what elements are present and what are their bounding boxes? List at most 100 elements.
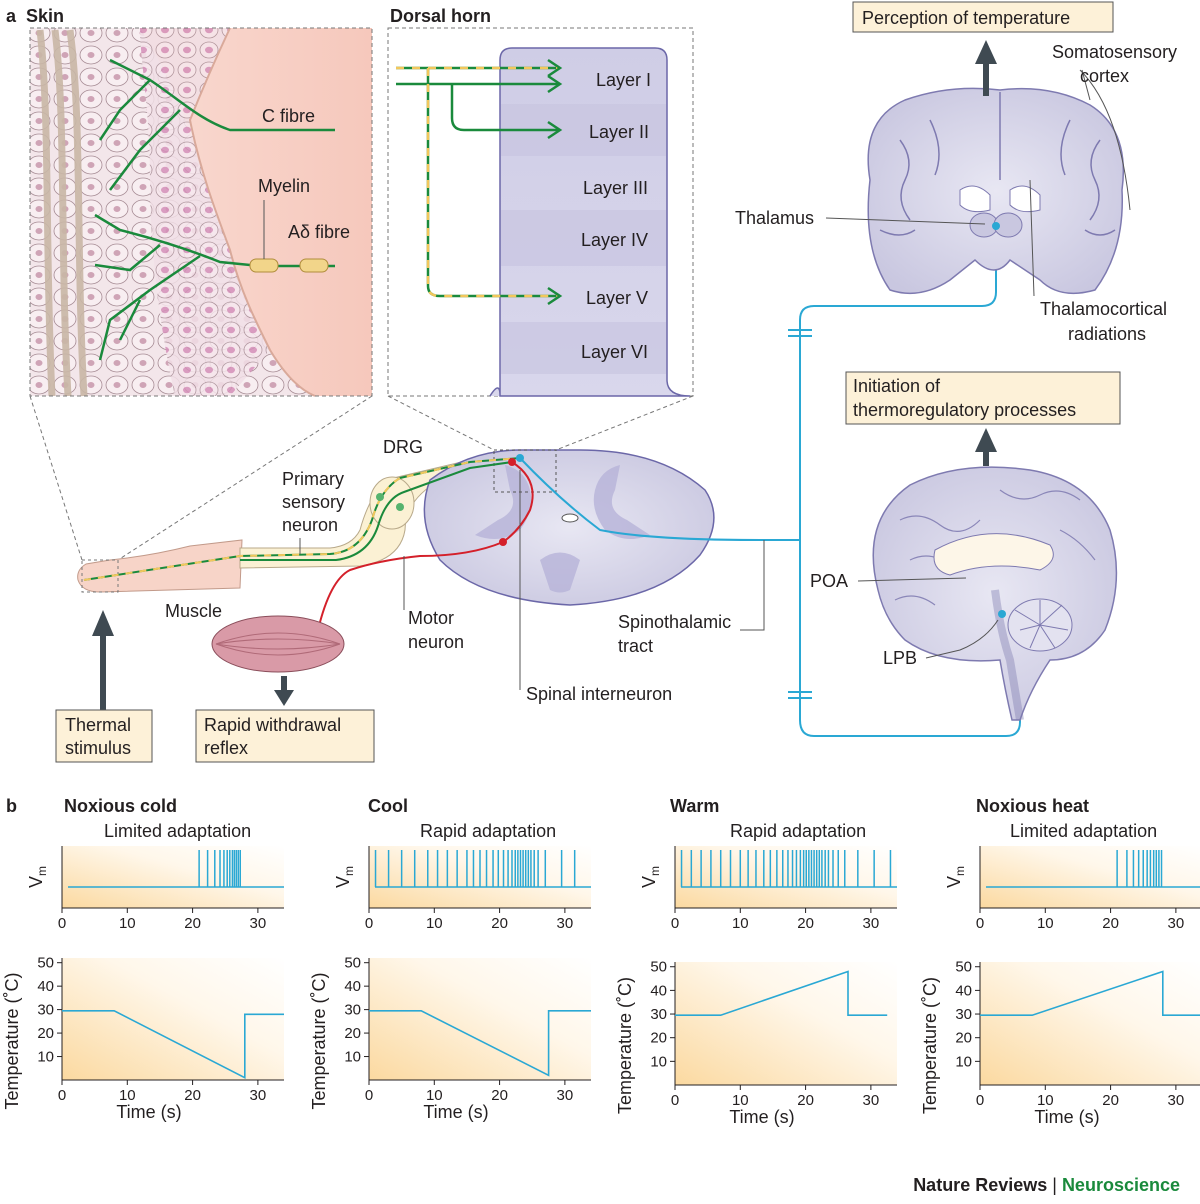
time-axis-label: Time (s) xyxy=(116,1102,181,1122)
vm-x-tick-label: 20 xyxy=(184,915,201,932)
thalamocortical-label-2: radiations xyxy=(1068,324,1146,344)
temp-y-tick-label: 50 xyxy=(650,959,667,976)
vm-plot-area xyxy=(675,846,897,908)
vm-x-tick-label: 10 xyxy=(426,915,443,932)
chart-title: Cool xyxy=(368,796,408,816)
vm-axis-subscript: m xyxy=(953,866,967,876)
poa-label: POA xyxy=(810,571,848,591)
vm-x-tick-label: 0 xyxy=(671,915,679,932)
temperature-axis-label: Temperature (˚C) xyxy=(920,977,940,1114)
reflex-pathways xyxy=(83,457,800,643)
dorsal-horn-inset: Layer I Layer II Layer III Layer IV Laye… xyxy=(387,27,694,397)
temp-y-tick-label: 30 xyxy=(650,1006,667,1023)
withdrawal-reflex-label-1: Rapid withdrawal xyxy=(204,715,341,735)
time-axis-label: Time (s) xyxy=(729,1107,794,1127)
lpb-pointer xyxy=(925,619,999,659)
adelta-fibre-label: Aδ fibre xyxy=(288,222,350,242)
spinothalamic-pointer xyxy=(740,540,765,631)
temp-x-tick-label: 20 xyxy=(491,1087,508,1104)
somatosensory-label-2: cortex xyxy=(1080,66,1129,86)
temp-plot-area xyxy=(675,962,897,1085)
vm-axis-label: Vm xyxy=(26,866,49,888)
temperature-axis-label: Temperature (˚C) xyxy=(615,977,635,1114)
temp-x-tick-label: 0 xyxy=(976,1092,984,1109)
temp-x-tick-label: 0 xyxy=(58,1087,66,1104)
journal-footer: Nature Reviews | Neuroscience xyxy=(913,1175,1180,1196)
temp-x-tick-label: 10 xyxy=(732,1092,749,1109)
c-fibre-label: C fibre xyxy=(262,106,315,126)
finger-inset-marker xyxy=(81,559,119,593)
layer-4-label: Layer IV xyxy=(581,230,648,250)
layer-2-label: Layer II xyxy=(589,122,649,142)
temperature-trace xyxy=(62,1009,284,1080)
temp-x-tick-label: 0 xyxy=(365,1087,373,1104)
temp-y-tick-label: 40 xyxy=(344,978,361,995)
temp-x-tick-label: 30 xyxy=(1168,1092,1185,1109)
panel-a: a Skin Dorsal horn xyxy=(6,1,1177,763)
vm-axis-subscript: m xyxy=(648,866,662,876)
thermal-stimulus-label-2: stimulus xyxy=(65,738,131,758)
chart-title: Noxious cold xyxy=(64,796,177,816)
temp-x-tick-label: 0 xyxy=(671,1092,679,1109)
finger xyxy=(77,539,243,593)
layer-1-label: Layer I xyxy=(596,70,651,90)
journal-field: Neuroscience xyxy=(1061,1175,1180,1195)
vm-x-tick-label: 0 xyxy=(365,915,373,932)
muscle-label: Muscle xyxy=(165,601,222,621)
coronal-brain xyxy=(867,87,1125,295)
vm-x-tick-label: 10 xyxy=(732,915,749,932)
chart-subtitle: Rapid adaptation xyxy=(420,821,556,841)
temperature-trace xyxy=(675,970,888,1017)
dorsal-horn-title: Dorsal horn xyxy=(390,6,491,26)
vm-x-tick-label: 30 xyxy=(250,915,267,932)
vm-x-tick-label: 20 xyxy=(491,915,508,932)
temp-y-tick-label: 20 xyxy=(37,1025,54,1042)
thalamus-pointer xyxy=(825,217,986,225)
temp-y-tick-label: 40 xyxy=(955,982,972,999)
temperature-axis-label: Temperature (˚C) xyxy=(309,972,329,1109)
temp-plot-area xyxy=(369,958,591,1080)
thermal-stimulus-box xyxy=(55,709,153,763)
panel-a-letter: a xyxy=(6,6,17,26)
temp-y-tick-label: 30 xyxy=(955,1006,972,1023)
chart-subtitle: Limited adaptation xyxy=(104,821,251,841)
initiation-label-1: Initiation of xyxy=(853,376,941,396)
layer-6-label: Layer VI xyxy=(581,342,648,362)
withdrawal-reflex-box xyxy=(195,709,375,763)
temp-y-tick-label: 20 xyxy=(650,1030,667,1047)
initiation-box xyxy=(845,371,1121,425)
drg-soma-1 xyxy=(376,493,384,501)
afferent-terminals xyxy=(396,58,563,306)
vm-x-tick-label: 30 xyxy=(1168,915,1185,932)
projection-neuron-soma xyxy=(516,454,524,462)
withdrawal-reflex-label-2: reflex xyxy=(204,738,248,758)
initiation-label-2: thermoregulatory processes xyxy=(853,400,1076,420)
skin-inset-frame xyxy=(29,27,373,397)
free-nerve-endings xyxy=(94,58,335,361)
vm-x-tick-label: 10 xyxy=(119,915,136,932)
temp-x-tick-label: 30 xyxy=(557,1087,574,1104)
temp-y-tick-label: 20 xyxy=(955,1030,972,1047)
vm-axis-subscript: m xyxy=(342,866,356,876)
temp-y-tick-label: 30 xyxy=(37,1002,54,1019)
temp-x-tick-label: 10 xyxy=(119,1087,136,1104)
spinothalamic-label-2: tract xyxy=(618,636,653,656)
temperature-trace xyxy=(369,1009,591,1077)
thalamus-neuron xyxy=(992,222,1000,230)
myelin-label: Myelin xyxy=(258,176,310,196)
lpb-label: LPB xyxy=(883,648,917,668)
motor-neuron-label-1: Motor xyxy=(408,608,454,628)
vm-plot-area xyxy=(980,846,1200,908)
temp-plot-area xyxy=(62,958,284,1080)
stratum-corneum xyxy=(36,29,88,397)
temp-y-tick-label: 50 xyxy=(955,959,972,976)
thermal-stimulus-label-1: Thermal xyxy=(65,715,131,735)
temp-x-tick-label: 30 xyxy=(250,1087,267,1104)
myelin-sheath-2 xyxy=(299,258,329,273)
temp-y-tick-label: 40 xyxy=(650,982,667,999)
temp-y-tick-label: 40 xyxy=(37,978,54,995)
